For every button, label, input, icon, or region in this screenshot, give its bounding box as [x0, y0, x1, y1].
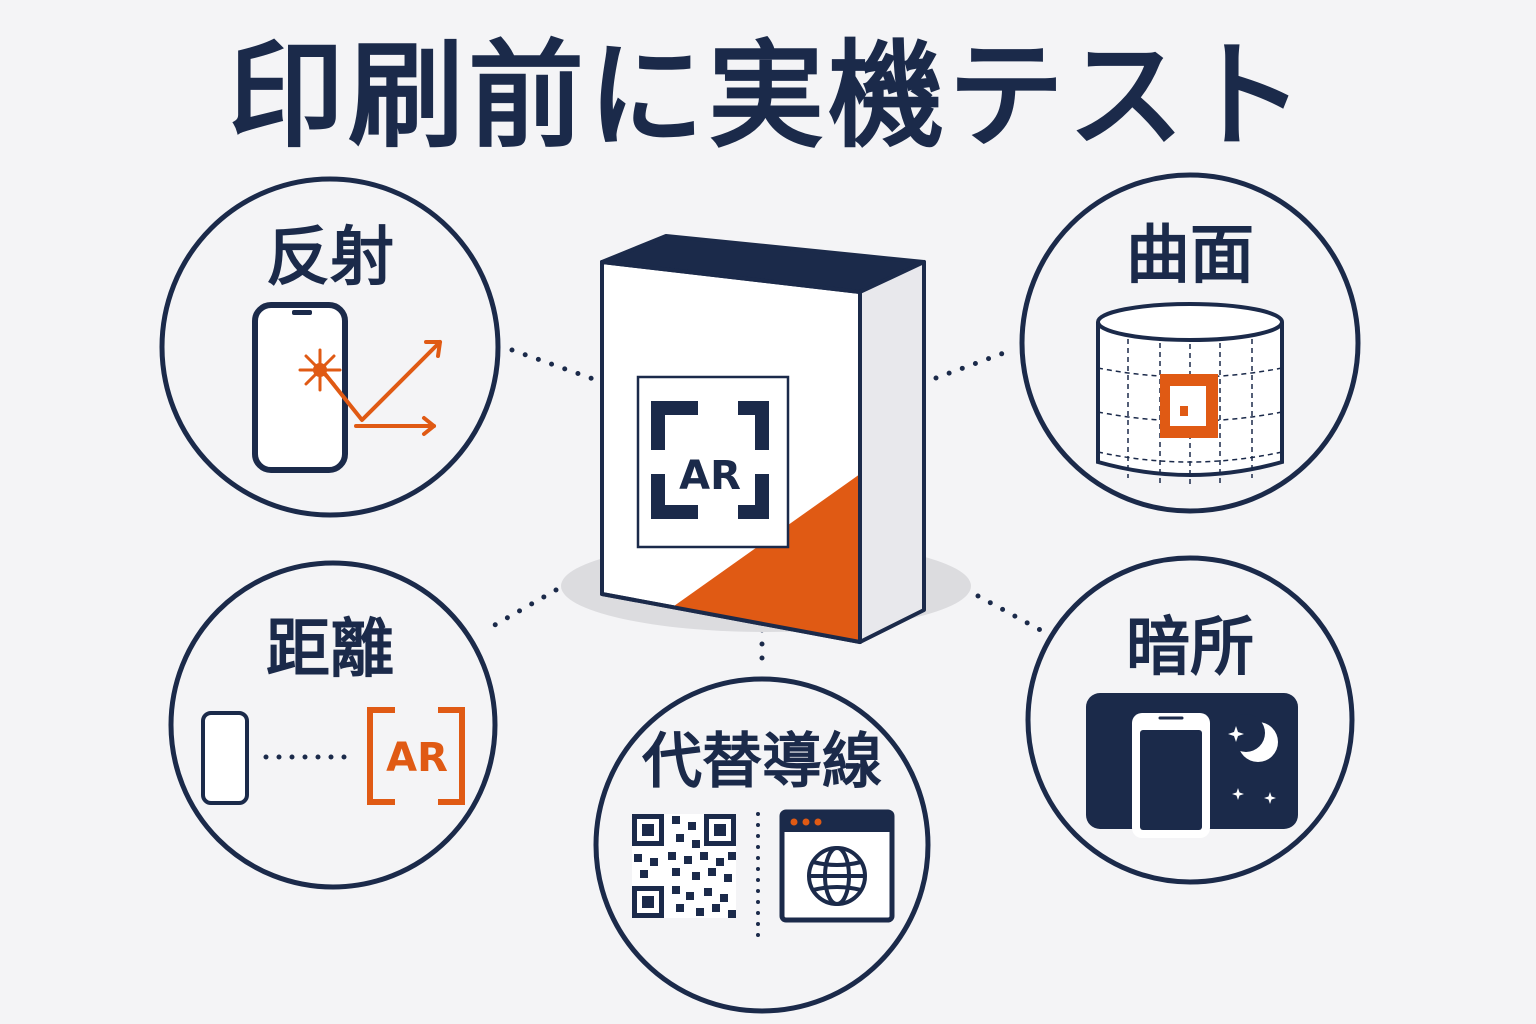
label-dark: 暗所 — [1126, 611, 1254, 685]
reflection-arrows-icon — [320, 340, 442, 436]
connector-dark — [975, 593, 1047, 635]
distance-icon — [201, 707, 465, 805]
box-orange-stripe — [674, 474, 860, 642]
box-side — [858, 260, 926, 644]
connector-reflection — [509, 347, 599, 383]
connector-curved — [933, 347, 1015, 381]
connector-lines — [483, 347, 1047, 667]
browser-globe-icon — [779, 809, 895, 923]
reflection-icon — [252, 302, 442, 473]
label-distance: 距離 — [266, 613, 394, 687]
box-ar-text: AR — [679, 453, 741, 499]
ar-marker-corners — [651, 401, 769, 519]
fallback-icon — [632, 809, 895, 942]
dark-scene-icon — [1086, 693, 1298, 838]
page-title: 印刷前に実機テスト — [228, 29, 1308, 164]
circle-fallback — [593, 676, 931, 1014]
circle-curved — [1019, 172, 1361, 514]
label-fallback: 代替導線 — [642, 727, 882, 797]
circle-dark — [1025, 555, 1355, 885]
curved-surface-icon — [1096, 302, 1284, 486]
stars-icon — [1228, 726, 1276, 804]
distance-ar-text: AR — [386, 735, 448, 781]
moon-icon — [1227, 714, 1278, 762]
small-phone-icon — [201, 711, 249, 805]
label-reflection: 反射 — [266, 221, 394, 295]
product-box — [561, 234, 971, 644]
connector-distance — [483, 587, 559, 633]
qr-code-icon — [632, 814, 736, 918]
phone-icon — [252, 302, 348, 473]
circle-distance — [168, 560, 498, 890]
circle-reflection — [159, 176, 501, 518]
distance-marker-frame — [367, 707, 465, 805]
label-curved: 曲面 — [1126, 219, 1254, 293]
